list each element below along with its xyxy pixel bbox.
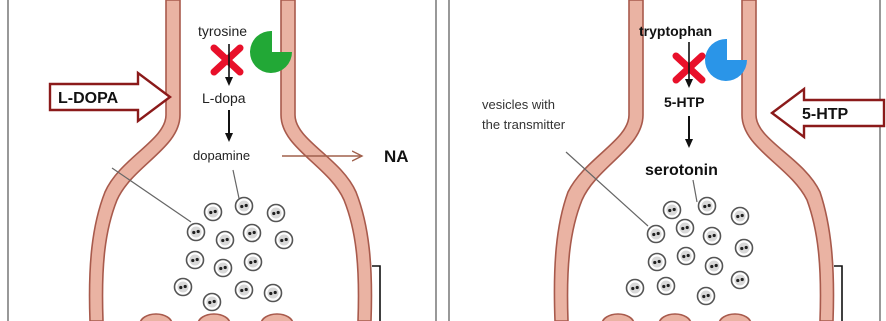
left-intermediate-label: L-dopa: [202, 90, 246, 106]
left-receptor-bump: [140, 314, 172, 321]
right-precursor-label: tryptophan: [639, 23, 712, 39]
left-vesicles: [175, 198, 293, 311]
left-membrane-right-wall: [281, 0, 371, 321]
left-pointer-line: [233, 170, 240, 203]
right-receptor-bump: [719, 314, 751, 321]
right-vesicle-label-line1: vesicles with: [482, 97, 555, 112]
right-receptor-bump: [602, 314, 634, 321]
left-receptor-bump: [261, 314, 293, 321]
right-drug-label: 5-HTP: [802, 106, 849, 123]
left-cleft-bracket: [372, 266, 380, 321]
left-precursor-label: tyrosine: [198, 23, 247, 39]
left-membrane-left-wall: [90, 0, 180, 321]
right-receptor-bump: [659, 314, 691, 321]
right-membrane-left-wall: [554, 0, 643, 321]
left-receptor-bump: [198, 314, 230, 321]
right-vesicles: [627, 198, 753, 305]
left-derived-label: NA: [384, 147, 409, 166]
right-intermediate-label: 5-HTP: [664, 94, 704, 110]
right-neuron-terminal: [554, 0, 833, 321]
right-pointer-line: [693, 180, 697, 202]
left-pointer-line: [112, 168, 191, 222]
right-vesicle-label-line2: the transmitter: [482, 117, 566, 132]
right-membrane-right-wall: [742, 0, 833, 321]
right-enzyme-icon: [705, 39, 747, 81]
left-inhibitor-x-icon: [214, 48, 240, 72]
right-cleft-bracket: [834, 266, 842, 321]
right-product-label: serotonin: [645, 162, 718, 179]
left-product-label: dopamine: [193, 148, 250, 163]
left-drug-label: L-DOPA: [58, 90, 119, 107]
